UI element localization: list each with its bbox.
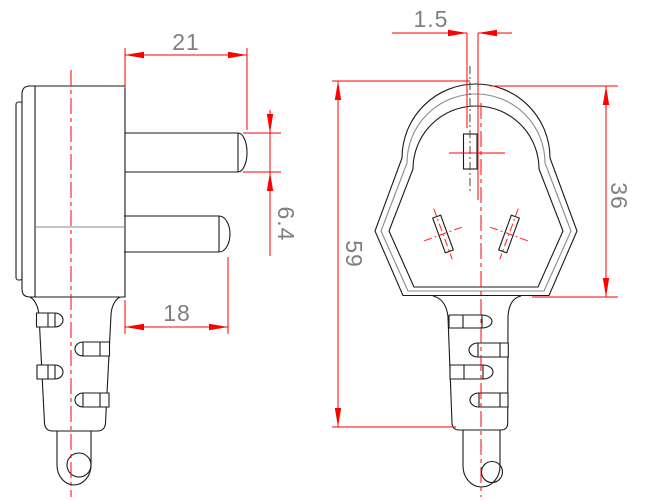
side-view [15, 70, 248, 497]
front-view [374, 66, 578, 497]
front-face-inner-outline [388, 105, 564, 288]
left-pin-slot [424, 208, 462, 260]
side-grip-rib [36, 364, 64, 380]
side-grip [29, 296, 121, 432]
dimension-label-overall-height: 59 [341, 240, 367, 268]
front-face-outer-outline [374, 83, 578, 297]
front-cable [462, 430, 504, 488]
front-face-fill [375, 84, 577, 296]
dimension-1-5: 1.5 [392, 6, 512, 200]
dimension-label-bottom-pin-length: 18 [163, 300, 191, 326]
dimension-18: 18 [124, 257, 229, 334]
side-cable-end [66, 452, 92, 478]
dimension-label-pin-diameter: 6.4 [273, 207, 299, 242]
dimension-21: 21 [124, 29, 248, 130]
side-grip-rib [74, 341, 111, 357]
side-grip-rib [35, 312, 64, 328]
side-lower-pin [124, 215, 231, 253]
side-earth-pin [125, 132, 248, 173]
side-cable [56, 431, 92, 486]
right-pin-slot [490, 208, 528, 260]
dimension-36: 36 [490, 85, 632, 298]
side-grip-rib [74, 392, 110, 408]
dimension-6-4: 6.4 [243, 110, 299, 256]
front-grip-rib [449, 364, 494, 380]
dimension-59: 59 [332, 80, 470, 428]
front-grip-rib [468, 342, 509, 358]
front-grip-rib [469, 392, 509, 408]
dimension-label-top-pin-length: 21 [172, 29, 200, 55]
front-grip-rib [448, 314, 493, 329]
dimension-label-face-height: 36 [606, 182, 632, 210]
side-body-fill [22, 86, 125, 297]
front-face-mid-outline [380, 93, 572, 292]
front-grip [432, 295, 522, 431]
dimension-label-earth-slot-offset: 1.5 [414, 6, 449, 32]
side-body-outline [21, 85, 126, 298]
